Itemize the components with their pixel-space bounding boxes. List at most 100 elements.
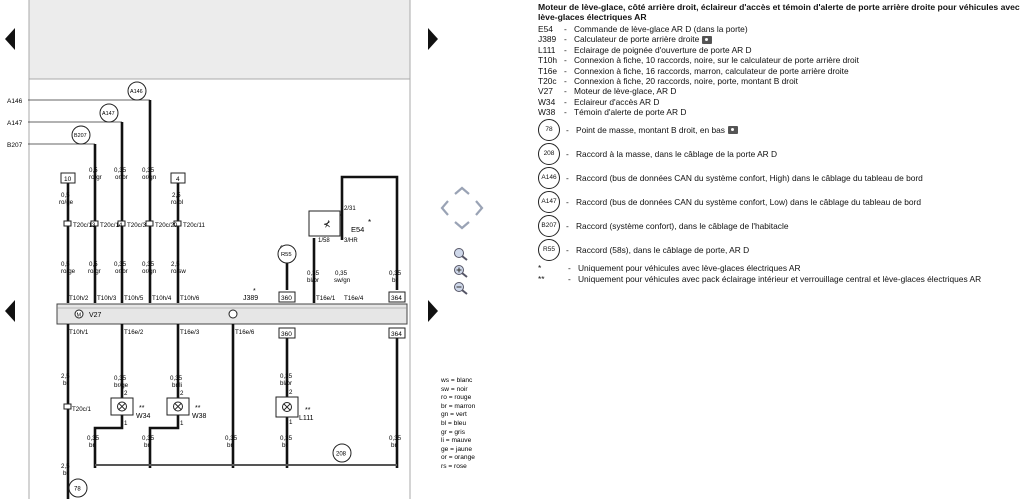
legend-dash: -: [568, 262, 571, 273]
abbr-item: bl = bleu: [441, 419, 467, 427]
svg-text:ro/bl: ro/bl: [171, 199, 183, 206]
connector-r55: R55: [277, 244, 297, 264]
svg-text:*: *: [368, 218, 371, 227]
pan-right-icon[interactable]: [475, 200, 484, 216]
box-360-lower: 360: [278, 327, 296, 339]
svg-text:T16e/4: T16e/4: [344, 295, 364, 302]
legend-row: T20c-Connexion à fiche, 20 raccords, noi…: [538, 76, 1020, 86]
legend-code: T20c: [538, 76, 557, 87]
legend-footnote: *-Uniquement pour véhicules avec lève-gl…: [538, 263, 1020, 273]
legend-code: T16e: [538, 65, 558, 76]
connector-208: 208: [332, 443, 352, 463]
pan-down-icon[interactable]: [454, 221, 470, 230]
svg-text:3/HR: 3/HR: [344, 238, 358, 244]
svg-text:208: 208: [336, 452, 347, 458]
svg-text:T16e/1: T16e/1: [316, 295, 336, 302]
legend-desc: Connexion à fiche, 10 raccords, noire, s…: [574, 55, 859, 66]
svg-text:10: 10: [64, 176, 72, 183]
svg-text:0,35: 0,35: [335, 270, 348, 277]
svg-text:0,35: 0,35: [114, 167, 127, 174]
abbr-item: li = mauve: [441, 437, 472, 445]
zoom-in-icon[interactable]: [453, 264, 469, 278]
svg-text:sw/gn: sw/gn: [334, 277, 351, 284]
legend-panel: Moteur de lève-glace, côté arrière droit…: [538, 2, 1020, 284]
svg-text:T20c/14: T20c/14: [100, 222, 123, 229]
svg-text:or/br: or/br: [115, 268, 128, 275]
svg-text:T20c/13: T20c/13: [73, 222, 96, 229]
svg-text:T16e/6: T16e/6: [235, 329, 255, 336]
ground-point-78: 78: [68, 478, 88, 498]
svg-text:360: 360: [281, 331, 292, 338]
pan-control[interactable]: [440, 186, 484, 230]
j389-upper-pins: T10h/2 T10h/3 T10h/5 T10h/4 T10h/6 T16e/…: [69, 288, 364, 302]
abbr-item: or = orange: [441, 454, 475, 462]
zoom-out-icon[interactable]: [453, 281, 469, 295]
legend-dash: -: [566, 244, 569, 255]
next-arrow-lower-icon[interactable]: [428, 300, 438, 322]
footnote-mark: *: [538, 262, 542, 273]
svg-text:A146: A146: [130, 89, 143, 95]
left-label-a147: A147: [7, 120, 23, 127]
abbr-item: ge = jaune: [441, 445, 472, 453]
svg-text:0,35: 0,35: [280, 435, 293, 442]
svg-text:T16e/3: T16e/3: [180, 329, 200, 336]
next-page-arrow-icon[interactable]: [428, 28, 438, 50]
pan-left-icon[interactable]: [440, 200, 449, 216]
lamp-l111: L111 **: [275, 396, 314, 422]
legend-desc: Moteur de lève-glace, AR D: [574, 86, 677, 97]
abbr-item: sw = noir: [441, 385, 468, 393]
svg-text:br: br: [63, 470, 69, 477]
footnote-text: Uniquement pour véhicules avec pack écla…: [578, 273, 982, 284]
camera-icon[interactable]: [702, 35, 713, 44]
connector-a146: A146: [127, 81, 147, 101]
legend-desc: Raccord (58s), dans le câblage de porte,…: [576, 244, 750, 255]
svg-text:0,5: 0,5: [61, 192, 70, 199]
svg-text:2/31: 2/31: [344, 206, 356, 212]
svg-text:T20c/1: T20c/1: [72, 406, 91, 413]
legend-desc: Eclaireur d'accès AR D: [574, 96, 660, 107]
legend-dash: -: [564, 65, 567, 76]
footnote-mark: **: [538, 273, 545, 284]
abbr-item: br = marron: [441, 402, 476, 410]
connector-a147: A147: [99, 103, 119, 123]
pan-up-icon[interactable]: [454, 186, 470, 195]
legend-code: J389: [538, 34, 557, 45]
legend-desc: Commande de lève-glace AR D (dans la por…: [574, 24, 748, 34]
prev-page-arrow-icon[interactable]: [5, 28, 15, 50]
svg-text:A147: A147: [102, 111, 115, 117]
legend-desc: Point de masse, montant B droit, en bas: [576, 124, 725, 135]
abbr-item: ro = rouge: [441, 394, 472, 402]
abbr-item: ws = blanc: [441, 377, 473, 384]
svg-text:ro/ge: ro/ge: [61, 268, 76, 275]
connection-bubble: 208: [538, 142, 560, 165]
svg-text:0,35: 0,35: [280, 373, 293, 380]
svg-text:2,5: 2,5: [171, 261, 180, 268]
svg-text:T10h/5: T10h/5: [124, 295, 144, 302]
svg-text:br: br: [144, 442, 150, 449]
svg-text:ro/gr: ro/gr: [88, 268, 101, 275]
svg-text:or/gn: or/gn: [142, 174, 157, 181]
legend-connection-row: 208-Raccord à la masse, dans le câblage …: [538, 142, 1020, 166]
svg-text:2,5: 2,5: [61, 373, 70, 380]
abbr-item: gn = vert: [441, 411, 467, 419]
svg-text:ro/gr: ro/gr: [89, 174, 102, 181]
legend-code: E54: [538, 24, 553, 34]
svg-text:br: br: [282, 442, 288, 449]
prev-arrow-lower-icon[interactable]: [5, 300, 15, 322]
legend-dash: -: [564, 96, 567, 107]
svg-text:1/58: 1/58: [318, 238, 330, 244]
switch-e54: ⊀ 2/31 1/58 3/HR E54 *: [308, 206, 371, 244]
svg-text:W34: W34: [136, 413, 151, 420]
camera-icon[interactable]: [727, 125, 738, 134]
svg-text:E54: E54: [351, 225, 364, 234]
legend-dash: -: [566, 172, 569, 183]
legend-desc: Eclairage de poignée d'ouverture de port…: [574, 44, 752, 55]
legend-dash: -: [566, 148, 569, 159]
legend-dash: -: [564, 44, 567, 55]
legend-dash: -: [564, 86, 567, 97]
zoom-fit-icon[interactable]: [453, 247, 469, 261]
svg-text:br: br: [392, 277, 398, 284]
legend-code: W34: [538, 96, 556, 107]
lower-wires: [66, 324, 399, 499]
